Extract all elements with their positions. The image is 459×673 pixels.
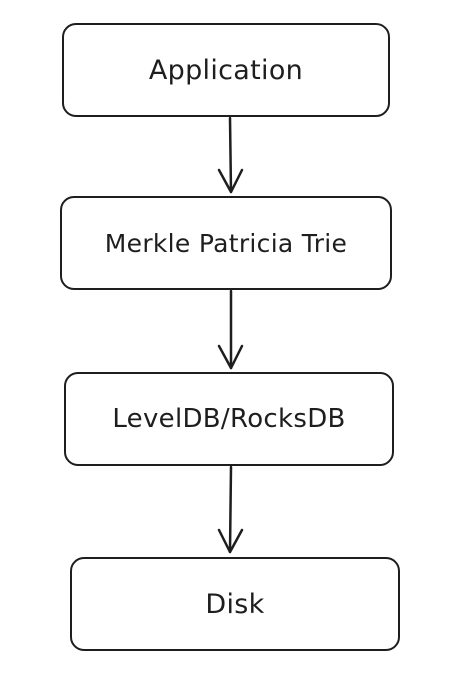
node-leveldb-rocksdb: LevelDB/RocksDB — [64, 372, 394, 466]
node-disk-label: Disk — [205, 588, 265, 620]
node-application-label: Application — [148, 54, 304, 86]
arrow-application-to-trie — [217, 116, 244, 194]
node-leveldb-rocksdb-label: LevelDB/RocksDB — [112, 404, 346, 434]
arrow-trie-to-leveldb — [217, 289, 244, 370]
arrow-head — [217, 528, 244, 554]
node-disk: Disk — [70, 557, 400, 651]
node-merkle-patricia-trie-label: Merkle Patricia Trie — [104, 228, 348, 258]
arrow-shaft — [228, 116, 233, 194]
arrow-leveldb-to-disk — [217, 465, 244, 554]
node-application: Application — [62, 23, 390, 117]
arrow-shaft — [228, 465, 233, 554]
arrow-head — [217, 344, 244, 370]
arrow-head — [217, 168, 244, 194]
node-merkle-patricia-trie: Merkle Patricia Trie — [60, 196, 392, 290]
